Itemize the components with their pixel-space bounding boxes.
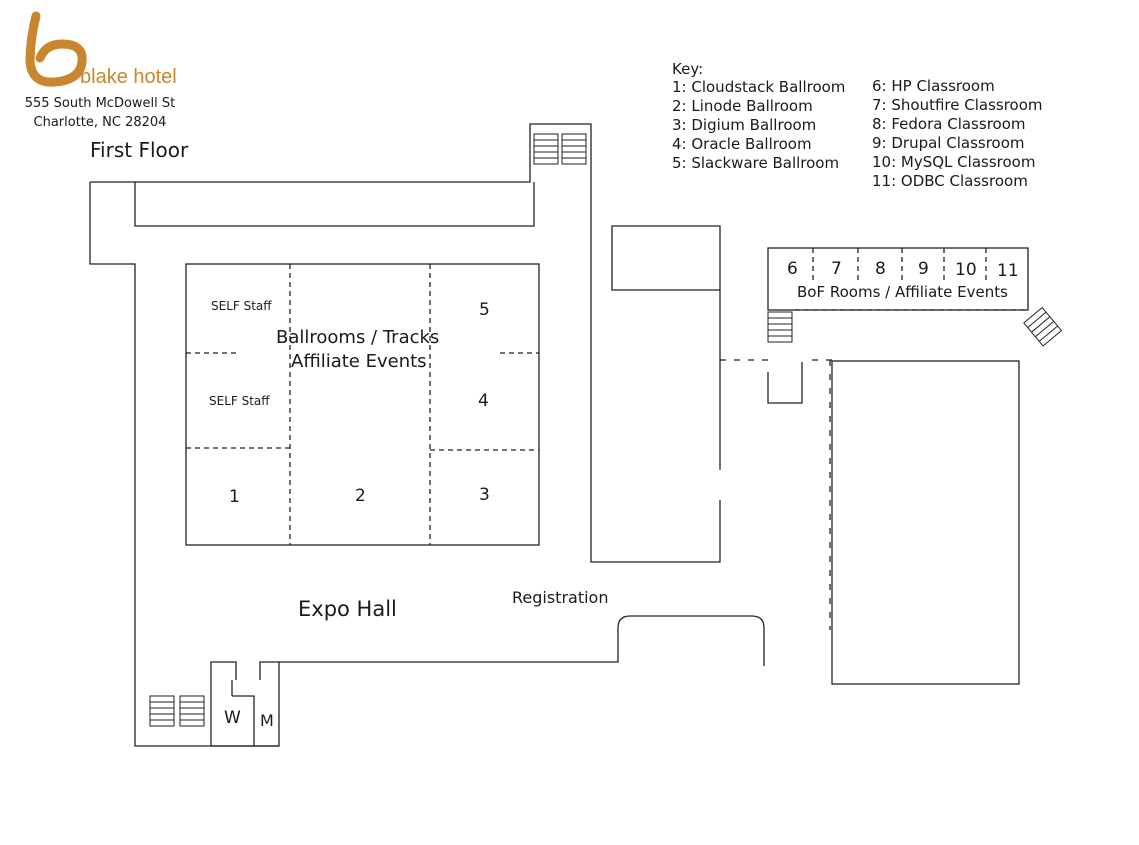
room-number: 1 (229, 487, 240, 507)
key-item: 3: Digium Ballroom (672, 116, 817, 134)
key-item: 5: Slackware Ballroom (672, 154, 840, 172)
key-title: Key: (672, 60, 704, 78)
key-item: 1: Cloudstack Ballroom (672, 78, 846, 96)
restrooms (210, 661, 279, 747)
room-number: 5 (479, 300, 490, 320)
key-item: 6: HP Classroom (872, 77, 995, 95)
expo-hall-label: Expo Hall (298, 597, 397, 621)
key-item: 4: Oracle Ballroom (672, 135, 812, 153)
floor-title: First Floor (90, 138, 189, 162)
ballrooms-sublabel: Affiliate Events (291, 351, 427, 372)
classroom-number: 10 (955, 260, 977, 280)
stairs-diagonal (1023, 306, 1063, 347)
staff-room-label: SELF Staff (211, 299, 272, 313)
brand-name: blake hotel (80, 66, 177, 88)
address-line2: Charlotte, NC 28204 (33, 115, 167, 130)
key-item: 8: Fedora Classroom (872, 115, 1026, 133)
stairs-top (533, 133, 587, 165)
classroom-number: 8 (875, 259, 886, 279)
registration-label: Registration (512, 588, 609, 607)
classroom-number: 7 (831, 259, 842, 279)
classroom-label: BoF Rooms / Affiliate Events (797, 283, 1008, 301)
key-item: 9: Drupal Classroom (872, 134, 1025, 152)
key-item: 2: Linode Ballroom (672, 97, 813, 115)
ballroom-block (185, 263, 540, 546)
classroom-number: 9 (918, 259, 929, 279)
stairs-classroom (767, 311, 793, 343)
ballrooms-label: Ballrooms / Tracks (276, 327, 440, 348)
staff-room-label: SELF Staff (209, 394, 270, 408)
east-hall (831, 360, 1020, 685)
room-number: 2 (355, 486, 366, 506)
stairs-bottom (149, 695, 205, 727)
restroom-men: M (260, 711, 274, 730)
building-outline (90, 123, 721, 563)
key-item: 11: ODBC Classroom (872, 172, 1028, 190)
room-number: 3 (479, 485, 490, 505)
logo-mark (25, 11, 87, 87)
restroom-women: W (224, 708, 241, 728)
key-item: 7: Shoutfire Classroom (872, 96, 1043, 114)
classroom-number: 11 (997, 261, 1019, 281)
classroom-number: 6 (787, 259, 798, 279)
key-item: 10: MySQL Classroom (872, 153, 1036, 171)
address-line1: 555 South McDowell St (24, 96, 176, 111)
room-number: 4 (478, 391, 489, 411)
